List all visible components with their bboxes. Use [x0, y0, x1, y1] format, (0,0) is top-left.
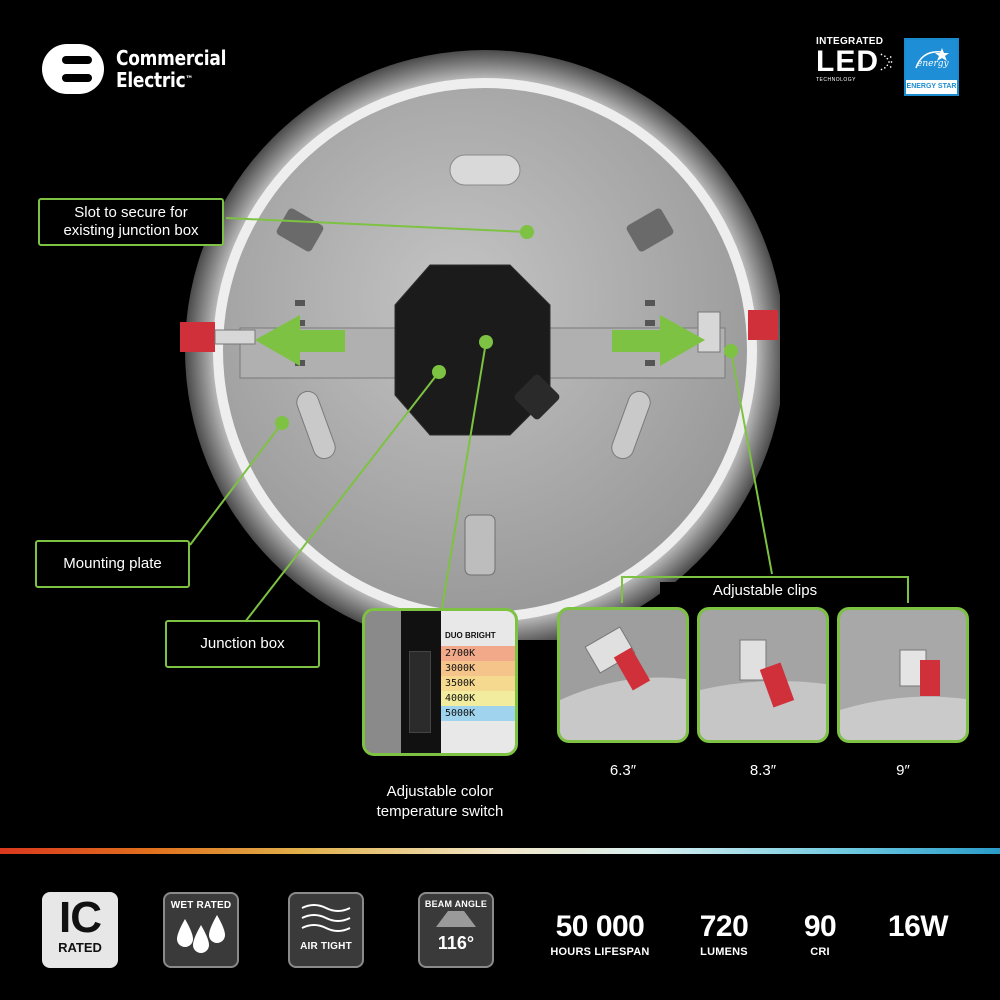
switch-side-texture: [365, 611, 401, 753]
callout-mounting-plate-label: Mounting plate: [63, 555, 162, 572]
switch-slider-track: [401, 611, 441, 753]
switch-option: 5000K: [441, 706, 515, 721]
clip-size-8-3: 8.3″: [749, 762, 777, 779]
wet-rated-label: WET RATED: [170, 900, 232, 911]
air-tight-label: AIR TIGHT: [300, 941, 352, 952]
right-spring: [697, 311, 721, 353]
clip-arrows: [255, 315, 705, 366]
led-badge-top: INTEGRATED: [816, 36, 884, 47]
air-waves-icon: [301, 904, 351, 932]
color-gradient-divider: [0, 848, 1000, 854]
stat-lifespan-label: HOURS LIFESPAN: [550, 946, 650, 958]
switch-caption-line1: Adjustable color: [386, 783, 494, 800]
energy-star-icon: energy: [914, 48, 950, 69]
brand-name: Commercial Electric™: [116, 47, 226, 91]
color-switch-caption: Adjustable color temperature switch: [340, 782, 540, 822]
brand-name-line1: Commercial: [116, 46, 227, 70]
beam-cone-icon: [436, 911, 476, 927]
callout-junction-box: Junction box: [165, 620, 320, 668]
clips-bracket: [621, 576, 909, 603]
callout-mounting-plate: Mounting plate: [35, 540, 190, 588]
beam-angle-label: BEAM ANGLE: [424, 899, 488, 909]
trademark: ™: [185, 75, 193, 85]
clip-panel-6-3: [557, 607, 689, 743]
beam-angle-badge: BEAM ANGLE 116°: [418, 892, 494, 968]
clip-size-6-3: 6.3″: [609, 762, 637, 779]
switch-option: 2700K: [441, 646, 515, 661]
clip-panel-8-3: [697, 607, 829, 743]
left-spring: [214, 329, 256, 345]
stat-lumens-label: LUMENS: [700, 946, 748, 958]
top-slot: [449, 154, 521, 186]
top-left-tab: [276, 208, 324, 252]
switch-option: 3000K: [441, 661, 515, 676]
brand-name-line2: Electric: [116, 68, 186, 92]
switch-option: 4000K: [441, 691, 515, 706]
callout-slot-junction: Slot to secure for existing junction box: [38, 198, 224, 246]
water-drops-icon: [177, 915, 225, 953]
switch-caption-line2: temperature switch: [376, 803, 504, 820]
callout-slot-line1: Slot to secure for: [74, 204, 188, 221]
led-rays-icon: [880, 53, 893, 71]
stat-cri-label: CRI: [810, 946, 830, 958]
energy-star-badge: energy ENERGY STAR: [904, 38, 959, 96]
led-badge-main: LED: [816, 45, 879, 78]
integrated-led-badge: INTEGRATED LED TECHNOLOGY: [816, 36, 894, 98]
commercial-electric-logo-icon: [42, 44, 104, 94]
stat-wattage: 16W: [878, 912, 958, 942]
ic-rated-big: IC: [59, 893, 102, 942]
top-right-tab: [626, 208, 674, 252]
right-slot: [611, 390, 651, 460]
left-clip-red: [180, 322, 215, 352]
stat-cri: 90 CRI: [790, 910, 850, 959]
switch-option: 3500K: [441, 676, 515, 691]
led-badge-sub: TECHNOLOGY: [816, 77, 857, 83]
clip-panel-9: [837, 607, 969, 743]
left-slot: [296, 390, 336, 460]
junction-box-shape: [394, 264, 551, 436]
brand-logo: Commercial Electric™: [40, 36, 246, 102]
stat-cri-value: 90: [803, 910, 837, 943]
wet-rated-badge: WET RATED: [163, 892, 239, 968]
ic-rated-badge: IC RATED: [42, 892, 118, 968]
callout-slot-line2: existing junction box: [63, 222, 199, 239]
junction-box-screw: [514, 374, 560, 420]
switch-slider: [409, 651, 431, 733]
stat-lifespan-value: 50 000: [555, 910, 645, 943]
stat-lumens: 720 LUMENS: [684, 910, 764, 959]
adjustable-clips-title: Adjustable clips: [660, 582, 870, 599]
switch-title: DUO BRIGHT: [445, 631, 496, 640]
clip-size-9: 9″: [896, 762, 910, 779]
bottom-slot: [464, 514, 496, 576]
right-clip-red: [748, 310, 778, 340]
air-tight-badge: AIR TIGHT: [288, 892, 364, 968]
callout-junction-box-label: Junction box: [200, 635, 285, 652]
beam-angle-value: 116°: [437, 933, 475, 953]
ic-rated-small: RATED: [58, 940, 102, 955]
energy-star-label: ENERGY STAR: [906, 80, 957, 94]
stat-wattage-value: 16W: [887, 910, 949, 943]
stat-lumens-value: 720: [699, 910, 749, 943]
stat-lifespan: 50 000 HOURS LIFESPAN: [548, 910, 652, 959]
energy-star-script: energy: [917, 59, 950, 69]
